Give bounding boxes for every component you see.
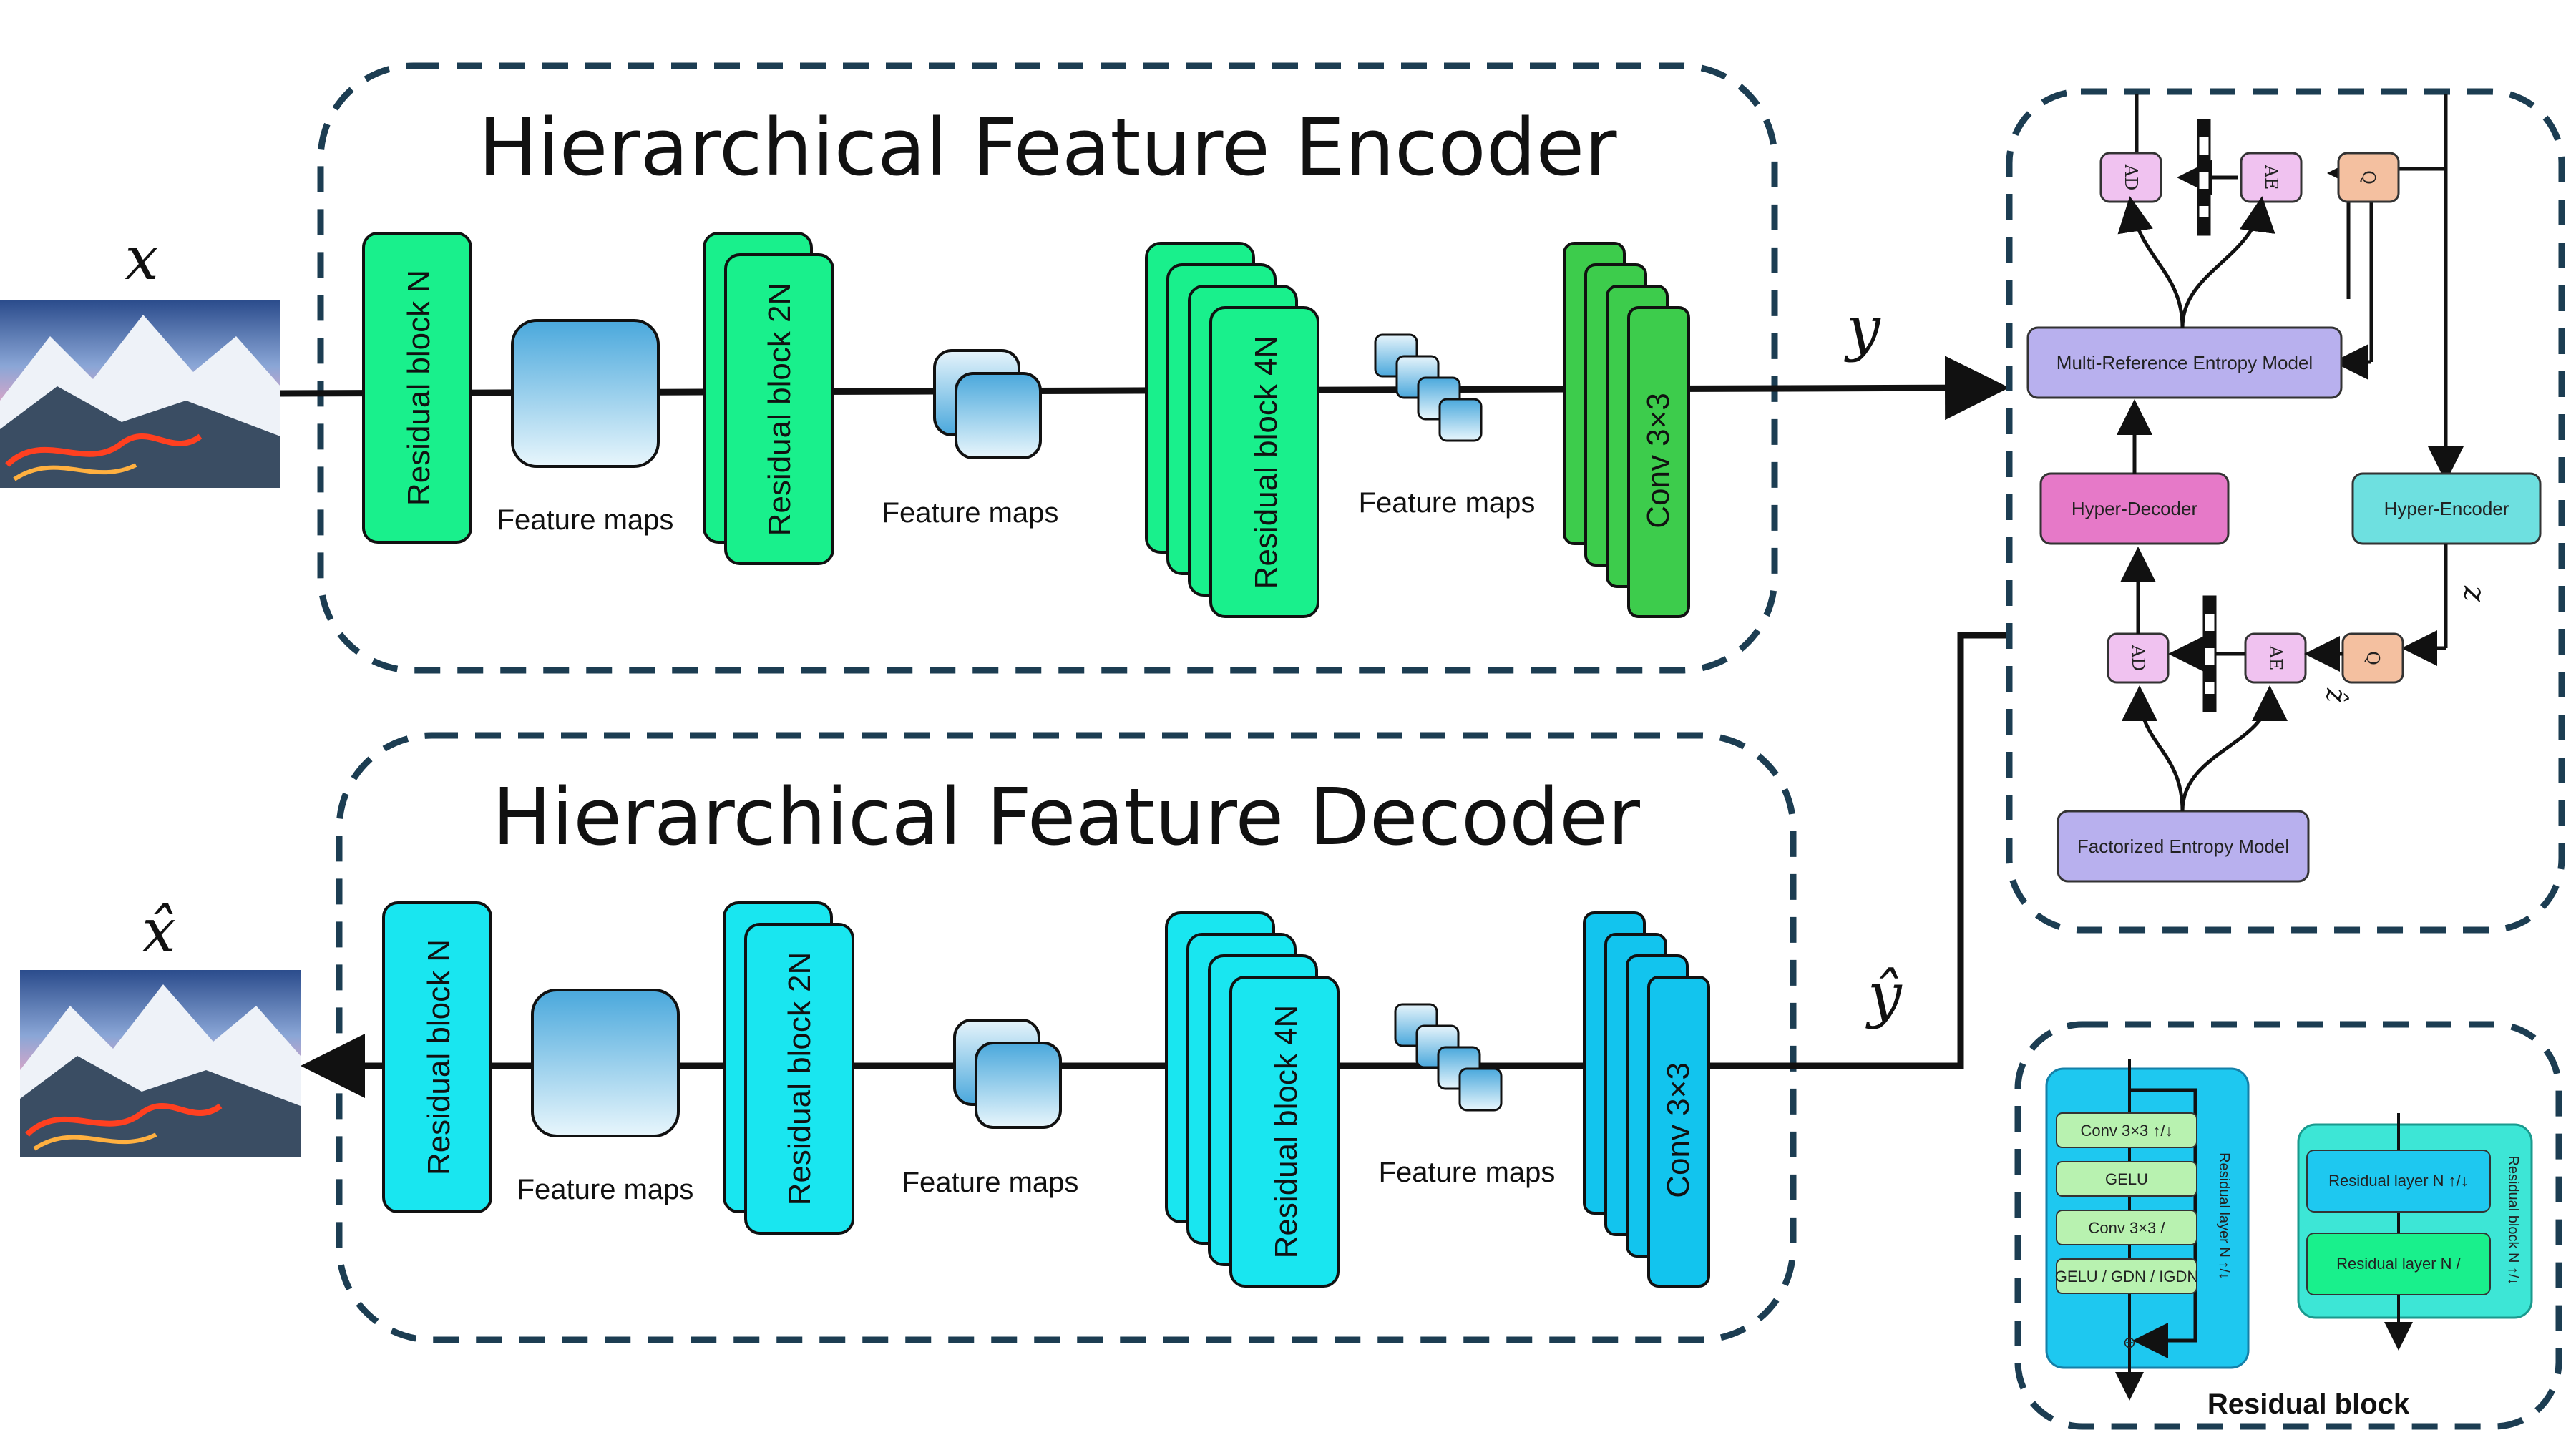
decoder-section: Hierarchical Feature Decoder x̂ ŷ Residu… bbox=[20, 732, 1955, 1343]
output-symbol-y: y bbox=[1843, 293, 1881, 363]
svg-text:Conv 3×3 /: Conv 3×3 / bbox=[2088, 1219, 2165, 1237]
enc-residual-block-4n: Residual block 4N bbox=[1145, 242, 1319, 618]
multi-reference-entropy-model: Multi-Reference Entropy Model bbox=[2026, 326, 2343, 399]
input-symbol-yhat: ŷ bbox=[1865, 960, 1903, 1030]
output-symbol-xhat: x̂ bbox=[142, 896, 175, 966]
residual-block-title: Residual block bbox=[2207, 1388, 2410, 1420]
svg-text:AD: AD bbox=[2121, 164, 2141, 191]
svg-text:Residual layer N /: Residual layer N / bbox=[2336, 1255, 2462, 1273]
entropy-dashed-border bbox=[2006, 88, 2565, 934]
dec-feature-label-2: Feature maps bbox=[902, 1167, 1079, 1198]
enc-conv-3x3: Conv 3×3 bbox=[1563, 242, 1690, 618]
enc-feature-label-3: Feature maps bbox=[1359, 487, 1536, 519]
svg-text:GELU / GDN / IGDN: GELU / GDN / IGDN bbox=[2055, 1268, 2198, 1285]
svg-text:Residual block 2N: Residual block 2N bbox=[762, 283, 797, 537]
entropy-module: AD AE Q Multi-Reference Entropy Model Hy… bbox=[2006, 88, 2565, 934]
svg-text:AE: AE bbox=[2265, 645, 2285, 671]
q-box-bottom: Q bbox=[2341, 632, 2404, 684]
enc-feature-label-2: Feature maps bbox=[882, 497, 1059, 529]
latent-z-label: z bbox=[2457, 585, 2492, 602]
svg-text:Residual block N: Residual block N bbox=[421, 939, 457, 1175]
svg-text:Conv 3×3 ↑/↓: Conv 3×3 ↑/↓ bbox=[2080, 1122, 2172, 1140]
enc-feature-map-3 bbox=[1374, 333, 1483, 442]
svg-text:Residual block 2N: Residual block 2N bbox=[782, 952, 817, 1206]
input-image bbox=[0, 300, 280, 488]
residual-block-side-label: Residual block N ↑/↓ bbox=[2505, 1155, 2521, 1285]
ae-box-bottom: AE bbox=[2244, 632, 2307, 684]
legend-dashed-border bbox=[2014, 1021, 2562, 1430]
svg-text:AD: AD bbox=[2128, 645, 2148, 672]
svg-text:Hyper-Decoder: Hyper-Decoder bbox=[2072, 498, 2198, 519]
svg-text:Q: Q bbox=[2363, 651, 2383, 665]
decoder-title: Hierarchical Feature Decoder bbox=[492, 771, 1641, 863]
entropy-to-decoder-connector bbox=[1953, 632, 2011, 1069]
encoder-section: Hierarchical Feature Encoder x y Residua… bbox=[0, 62, 2009, 674]
q-box-top: Q bbox=[2337, 152, 2400, 203]
dec-feature-label-1: Feature maps bbox=[517, 1174, 694, 1205]
sum-symbol: ⊕ bbox=[2123, 1333, 2136, 1351]
ad-box-top: AD bbox=[2099, 152, 2162, 203]
svg-text:Residual block N: Residual block N bbox=[401, 270, 436, 506]
entropy-bitstream-bottom bbox=[2202, 595, 2217, 712]
enc-residual-block-n: Residual block N bbox=[362, 232, 472, 544]
dec-feature-label-3: Feature maps bbox=[1379, 1157, 1556, 1188]
residual-layer-side-label: Residual layer N ↑/↓ bbox=[2216, 1152, 2232, 1280]
factorized-entropy-model: Factorized Entropy Model bbox=[2057, 810, 2310, 883]
svg-text:Residual layer N ↑/↓: Residual layer N ↑/↓ bbox=[2328, 1172, 2469, 1190]
svg-text:Factorized Entropy Model: Factorized Entropy Model bbox=[2077, 836, 2289, 857]
svg-text:Hyper-Encoder: Hyper-Encoder bbox=[2384, 498, 2509, 519]
svg-text:GELU: GELU bbox=[2105, 1170, 2148, 1188]
residual-block-diagram: Residual layer N ↑/↓ Residual layer N / … bbox=[2297, 1113, 2533, 1351]
encoder-title: Hierarchical Feature Encoder bbox=[479, 102, 1618, 193]
input-symbol-x: x bbox=[125, 223, 158, 293]
residual-layer-diagram: Conv 3×3 ↑/↓ GELU Conv 3×3 / GELU / GDN … bbox=[2045, 1059, 2250, 1401]
svg-text:Residual block 4N: Residual block 4N bbox=[1269, 1005, 1304, 1259]
svg-text:Conv 3×3: Conv 3×3 bbox=[1641, 393, 1676, 529]
dec-feature-map-2 bbox=[953, 1019, 1062, 1129]
entropy-bitstream-top bbox=[2197, 119, 2211, 236]
dec-residual-block-4n: Residual block 4N bbox=[1165, 911, 1340, 1288]
enc-feature-map-2 bbox=[933, 349, 1042, 459]
dec-feature-map-1 bbox=[531, 989, 680, 1137]
ad-box-bottom: AD bbox=[2107, 632, 2170, 684]
latent-zhat-label: ẑ bbox=[2321, 687, 2352, 703]
enc-residual-block-2n: Residual block 2N bbox=[703, 232, 834, 565]
dec-residual-block-2n: Residual block 2N bbox=[723, 901, 854, 1235]
svg-text:AE: AE bbox=[2261, 165, 2281, 190]
ae-box-top: AE bbox=[2240, 152, 2303, 203]
hyper-encoder: Hyper-Encoder bbox=[2351, 472, 2542, 545]
enc-feature-map-1 bbox=[511, 319, 660, 468]
residual-block-legend: Conv 3×3 ↑/↓ GELU Conv 3×3 / GELU / GDN … bbox=[2014, 1021, 2562, 1430]
svg-text:Residual block 4N: Residual block 4N bbox=[1249, 335, 1284, 589]
svg-text:Conv 3×3: Conv 3×3 bbox=[1661, 1062, 1696, 1198]
enc-feature-label-1: Feature maps bbox=[497, 504, 674, 536]
svg-text:Multi-Reference Entropy Model: Multi-Reference Entropy Model bbox=[2057, 352, 2313, 373]
dec-feature-map-3 bbox=[1394, 1003, 1503, 1112]
svg-text:Q: Q bbox=[2358, 170, 2379, 185]
output-image bbox=[20, 970, 301, 1157]
dec-conv-3x3: Conv 3×3 bbox=[1583, 911, 1710, 1288]
hyper-decoder: Hyper-Decoder bbox=[2039, 472, 2230, 545]
dec-residual-block-n: Residual block N bbox=[382, 901, 492, 1213]
